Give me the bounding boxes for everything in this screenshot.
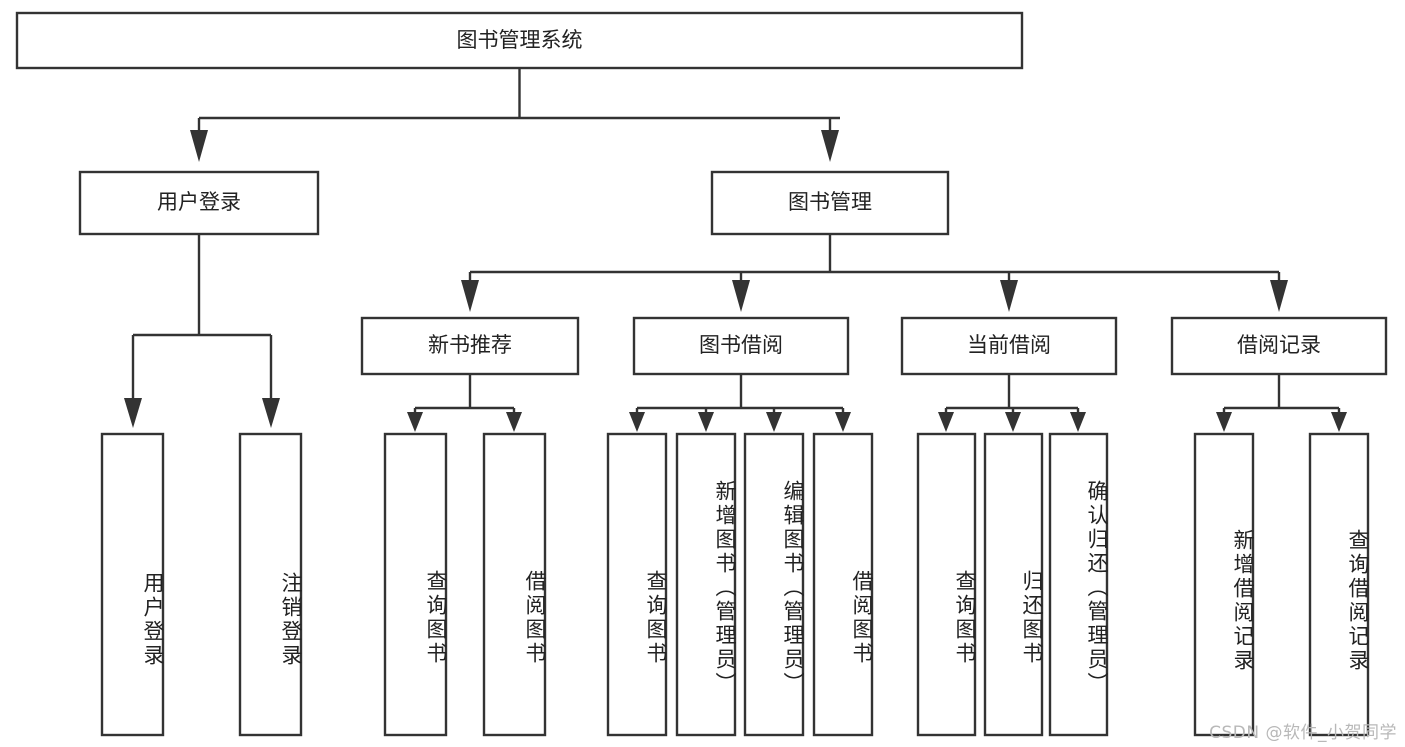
arrow-head-user-login	[190, 130, 208, 162]
arrow-head-leaf-query-book-3	[938, 412, 954, 432]
arrow-head-new-book-recommend	[461, 280, 479, 312]
arrow-head-leaf-add-borrow-record	[1216, 412, 1232, 432]
node-book-borrow-rect[interactable]	[632, 316, 850, 376]
arrow-head-leaf-borrow-book-1	[506, 412, 522, 432]
connector-group-book-management	[461, 234, 1288, 312]
node-book-management-label: 图书管理	[788, 190, 872, 214]
arrow-head-leaf-query-book-2	[629, 412, 645, 432]
node-leaf-user-login-rect[interactable]	[100, 432, 165, 737]
node-leaf-user-logout-rect[interactable]	[238, 432, 303, 737]
node-leaf-edit-book-rect[interactable]	[743, 432, 805, 737]
node-leaf-query-book-3-rect[interactable]	[916, 432, 977, 737]
node-current-borrow-label: 当前借阅	[967, 333, 1051, 357]
node-root-rect[interactable]	[15, 11, 1024, 70]
node-borrow-record-rect[interactable]	[1170, 316, 1388, 376]
arrow-head-book-borrow	[732, 280, 750, 312]
arrow-head-leaf-return-book	[1005, 412, 1021, 432]
arrow-head-leaf-edit-book	[766, 412, 782, 432]
connector-group-new-book-recommend	[407, 374, 522, 432]
node-leaf-borrow-book-1-rect[interactable]	[482, 432, 547, 737]
node-leaf-query-book-2-rect[interactable]	[606, 432, 668, 737]
node-leaf-add-book-rect[interactable]	[675, 432, 737, 737]
arrow-head-leaf-add-book	[698, 412, 714, 432]
node-leaf-borrow-book-2-rect[interactable]	[812, 432, 874, 737]
node-book-borrow[interactable]: 图书借阅	[632, 316, 850, 376]
arrow-head-borrow-record	[1270, 280, 1288, 312]
node-borrow-record-label: 借阅记录	[1237, 333, 1321, 357]
arrow-head-current-borrow	[1000, 280, 1018, 312]
node-new-book-recommend-rect[interactable]	[360, 316, 580, 376]
leaf-rects	[100, 432, 1370, 737]
node-book-borrow-label: 图书借阅	[699, 333, 783, 357]
node-leaf-query-borrow-record-rect[interactable]	[1308, 432, 1370, 737]
node-new-book-recommend-label: 新书推荐	[428, 333, 512, 357]
connector-group-root	[190, 68, 840, 162]
connector-group-user-login	[124, 234, 280, 428]
node-new-book-recommend[interactable]: 新书推荐	[360, 316, 580, 376]
node-user-login-rect[interactable]	[78, 170, 320, 236]
node-user-login[interactable]: 用户登录	[78, 170, 320, 236]
node-leaf-add-borrow-record-rect[interactable]	[1193, 432, 1255, 737]
connector-group-borrow-record	[1216, 374, 1347, 432]
connector-group-book-borrow	[629, 374, 851, 432]
arrow-head-leaf-confirm-return	[1070, 412, 1086, 432]
node-user-login-label: 用户登录	[157, 190, 241, 214]
arrow-head-leaf-user-logout	[262, 398, 280, 428]
arrow-head-book-management	[821, 130, 839, 162]
node-leaf-return-book-rect[interactable]	[983, 432, 1044, 737]
node-current-borrow-rect[interactable]	[900, 316, 1118, 376]
node-root[interactable]: 图书管理系统	[15, 11, 1024, 70]
csdn-watermark: CSDN @软件_小贺同学	[1209, 723, 1397, 743]
node-root-label: 图书管理系统	[457, 28, 583, 52]
node-current-borrow[interactable]: 当前借阅	[900, 316, 1118, 376]
arrow-head-leaf-query-borrow-record	[1331, 412, 1347, 432]
node-book-management-rect[interactable]	[710, 170, 950, 236]
node-leaf-confirm-return-rect[interactable]	[1048, 432, 1109, 737]
connector-group-current-borrow	[938, 374, 1086, 432]
node-book-management[interactable]: 图书管理	[710, 170, 950, 236]
arrow-head-leaf-query-book-1	[407, 412, 423, 432]
node-borrow-record[interactable]: 借阅记录	[1170, 316, 1388, 376]
arrow-head-leaf-borrow-book-2	[835, 412, 851, 432]
arrow-head-leaf-user-login	[124, 398, 142, 428]
node-leaf-query-book-1-rect[interactable]	[383, 432, 448, 737]
